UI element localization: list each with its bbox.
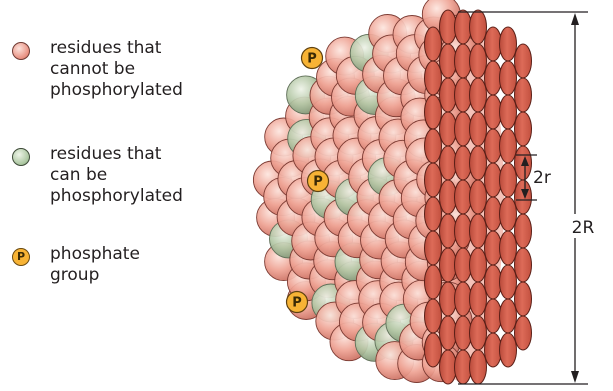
fiber-end: [455, 10, 472, 44]
fiber-end: [455, 112, 472, 146]
fiber-group: [425, 10, 532, 384]
fiber-end: [470, 112, 487, 146]
fiber-end: [440, 248, 457, 282]
fiber-end: [455, 214, 472, 248]
fiber-end: [470, 44, 487, 78]
fiber-end: [470, 248, 487, 282]
phosphate-label: P: [313, 175, 323, 190]
fiber-end: [515, 78, 532, 112]
fiber-end: [455, 180, 472, 214]
fiber-end: [485, 61, 502, 95]
fiber-end: [515, 112, 532, 146]
fiber-end: [455, 146, 472, 180]
fiber-end: [440, 146, 457, 180]
fiber-end: [500, 61, 517, 95]
fiber-end: [515, 180, 532, 214]
fiber-end: [455, 282, 472, 316]
fiber-end: [425, 197, 442, 231]
fiber-end: [440, 78, 457, 112]
fiber-end: [500, 231, 517, 265]
fiber-end: [515, 282, 532, 316]
fiber-end: [440, 10, 457, 44]
fiber-end: [440, 316, 457, 350]
fiber-end: [485, 299, 502, 333]
fiber-end: [455, 316, 472, 350]
fiber-end: [470, 316, 487, 350]
phosphate-label: P: [307, 52, 317, 67]
2R-arrow-up-icon: [571, 13, 579, 25]
fiber-end: [440, 112, 457, 146]
fiber-end: [485, 265, 502, 299]
fiber-end: [485, 95, 502, 129]
fiber-end: [485, 163, 502, 197]
fiber-end: [425, 231, 442, 265]
fiber-end: [515, 214, 532, 248]
fiber-end: [440, 350, 457, 384]
fiber-end: [485, 197, 502, 231]
fiber-end: [425, 129, 442, 163]
fiber-end: [470, 78, 487, 112]
fiber-end: [455, 44, 472, 78]
fiber-end: [500, 129, 517, 163]
fiber-end: [455, 78, 472, 112]
fiber-end: [470, 350, 487, 384]
fiber-end: [455, 350, 472, 384]
2R-label: 2R: [572, 218, 595, 238]
fiber-end: [425, 333, 442, 367]
fiber-end: [515, 316, 532, 350]
fiber-end: [500, 333, 517, 367]
fiber-end: [440, 282, 457, 316]
fiber-end: [425, 265, 442, 299]
fiber-end: [470, 214, 487, 248]
fiber-end: [485, 333, 502, 367]
fiber-end: [515, 248, 532, 282]
fiber-end: [500, 27, 517, 61]
fiber-end: [425, 27, 442, 61]
fiber-end: [425, 61, 442, 95]
fiber-end: [470, 180, 487, 214]
fiber-end: [470, 282, 487, 316]
2R-arrow-down-icon: [571, 371, 579, 383]
fiber-end: [425, 95, 442, 129]
fiber-end: [470, 10, 487, 44]
fiber-end: [425, 163, 442, 197]
fiber-end: [500, 265, 517, 299]
phosphate-label: P: [292, 296, 302, 311]
fiber-end: [500, 197, 517, 231]
fiber-end: [440, 214, 457, 248]
fiber-end: [500, 95, 517, 129]
fiber-end: [455, 248, 472, 282]
fiber-end: [485, 129, 502, 163]
fiber-end: [470, 146, 487, 180]
fiber-end: [440, 44, 457, 78]
fiber-end: [440, 180, 457, 214]
fiber-end: [515, 44, 532, 78]
fiber-end: [485, 27, 502, 61]
fiber-end: [425, 299, 442, 333]
2r-label: 2r: [533, 168, 551, 188]
fiber-end: [500, 163, 517, 197]
fiber-end: [500, 299, 517, 333]
fiber-end: [485, 231, 502, 265]
